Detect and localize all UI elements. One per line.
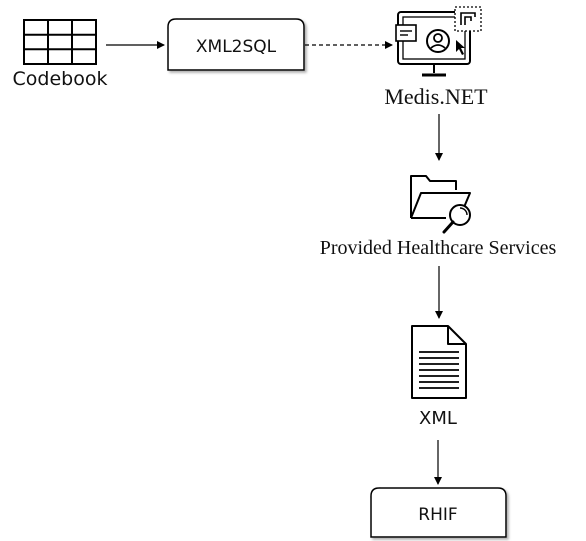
rhif-label: RHIF bbox=[418, 505, 457, 525]
medis-label: Medis.NET bbox=[384, 84, 488, 109]
rhif-box bbox=[370, 487, 507, 538]
monitor-user-icon bbox=[395, 6, 482, 77]
codebook-label: Codebook bbox=[13, 68, 108, 90]
table-grid-icon bbox=[23, 19, 97, 65]
xml-label: XML bbox=[419, 408, 457, 429]
xml2sql-label: XML2SQL bbox=[196, 37, 277, 57]
xml2sql-box bbox=[167, 18, 305, 71]
folder-search-icon bbox=[410, 175, 471, 234]
services-label: Provided Healthcare Services bbox=[320, 237, 557, 259]
document-icon bbox=[411, 325, 467, 399]
